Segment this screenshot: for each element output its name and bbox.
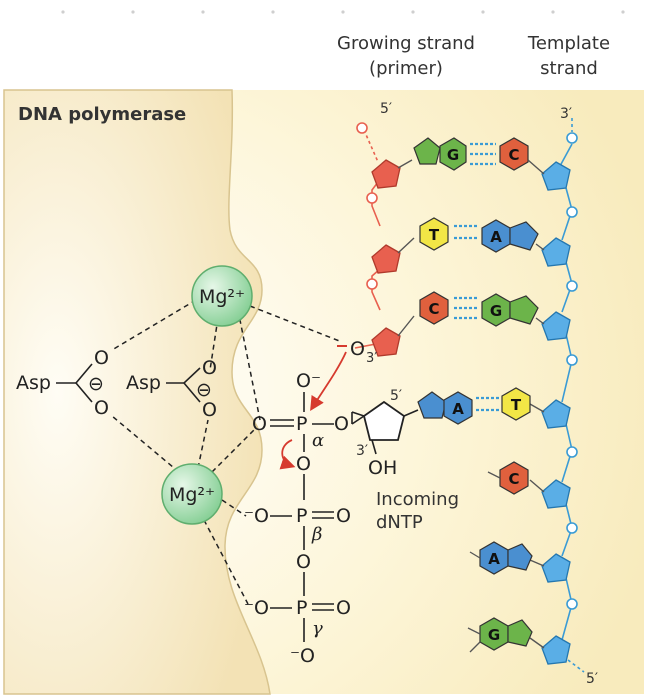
template-base-a-unpaired-letter: A [488, 550, 500, 568]
asp-2-oxygen-top: O [202, 357, 217, 379]
incoming-base-a [443, 391, 473, 425]
template-base-c-unpaired-letter: C [508, 470, 519, 488]
asp-1-label: Asp [16, 372, 51, 394]
template-phosphate-circles [566, 132, 578, 610]
incoming-3prime-label: 3′ [356, 443, 368, 459]
beta-minus-o: ⁻O [244, 505, 269, 527]
primer-base-c-letter: C [428, 300, 439, 318]
primer-sugars [371, 159, 401, 357]
hbonds-incoming [476, 396, 500, 412]
alpha-bridge-o: O [334, 413, 349, 435]
asp-residue-1: Asp O O ⊖ [16, 347, 109, 419]
incoming-5prime-label: 5′ [390, 388, 402, 404]
asp-1-charge: ⊖ [88, 373, 104, 395]
base-pair-1: G C [413, 137, 529, 171]
primer-base-links [397, 159, 415, 337]
asp-2-charge: ⊖ [196, 379, 212, 401]
beta-phosphorus: P [296, 505, 307, 527]
base-pair-2: T A [419, 217, 539, 253]
hbonds-2 [454, 224, 478, 240]
gamma-double-o: O [336, 597, 351, 619]
alpha-o-minus: O⁻ [296, 370, 321, 392]
template-strand-label: Template [527, 33, 610, 54]
template-base-c-unpaired [499, 461, 529, 495]
template-base-g-letter: G [490, 302, 502, 320]
incoming-oh: OH [368, 457, 397, 479]
incoming-dntp-label: Incoming [376, 489, 459, 510]
primer-base-c [419, 291, 449, 325]
template-base-t-letter: T [511, 396, 522, 414]
template-3prime-label: 3′ [560, 106, 572, 122]
asp-1-oxygen-bottom: O [94, 397, 109, 419]
growing-strand-label: Growing strand [337, 33, 475, 54]
gamma-label: γ [312, 618, 323, 639]
mg-ion-1: Mg²⁺ [191, 265, 253, 327]
primer-base-g [439, 137, 467, 171]
incoming-dntp-label-2: dNTP [376, 512, 423, 533]
template-base-a-unpaired-ring5 [507, 543, 533, 571]
template-base-links [527, 159, 545, 649]
primer-3prime-sub: 3′ [366, 351, 377, 366]
primer-base-t [419, 217, 449, 251]
gamma-minus-o: ⁻O [244, 597, 269, 619]
asp-1-oxygen-top: O [94, 347, 109, 369]
attack-arrow [310, 351, 347, 412]
primer-5prime-label: 5′ [380, 101, 392, 117]
alpha-phosphorus: P [296, 413, 307, 435]
primer-phosphate-circles [356, 122, 378, 290]
primer-label: (primer) [369, 58, 443, 79]
primer-sugar-1 [371, 159, 401, 189]
primer-base-g-ring5 [413, 137, 441, 165]
dna-polymerase-label: DNA polymerase [18, 104, 186, 125]
primer-3prime-oxygen: O [350, 338, 365, 360]
template-sugars [541, 161, 571, 665]
hbonds-1 [470, 142, 496, 166]
hbonds-3 [454, 296, 478, 320]
template-5prime-label: 5′ [586, 671, 598, 687]
template-base-a-letter: A [490, 228, 502, 246]
asp-2-label: Asp [126, 372, 161, 394]
template-base-g-unpaired-ring5 [507, 619, 533, 647]
incoming-dntp: 5′ 3′ OH A Incoming dNTP [351, 388, 500, 533]
template-base-g-unpaired-letter: G [488, 626, 500, 644]
primer-base-t-letter: T [429, 226, 440, 244]
template-base-a-ring5 [509, 221, 539, 251]
primer-sugar-3 [371, 327, 401, 357]
mg-ion-2: Mg²⁺ [161, 463, 223, 525]
leaving-arrow [279, 439, 296, 470]
template-strand-label-2: strand [540, 58, 598, 79]
incoming-base-a-letter: A [452, 400, 464, 418]
dna-polymerase-body [3, 89, 271, 695]
alpha-double-o: O [252, 413, 267, 435]
beta-gamma-bridge-o: O [296, 551, 311, 573]
template-base-t [501, 387, 531, 421]
beta-double-o: O [336, 505, 351, 527]
primer-base-g-letter: G [447, 146, 459, 164]
beta-label: β [311, 524, 322, 545]
primer-sugar-2 [371, 244, 401, 274]
base-pair-3: C G [419, 291, 539, 327]
alpha-beta-bridge-o: O [296, 453, 311, 475]
incoming-sugar [362, 400, 406, 441]
mg-ion-2-label: Mg²⁺ [169, 484, 215, 506]
template-base-c-letter: C [508, 146, 519, 164]
mg-ion-1-label: Mg²⁺ [199, 286, 245, 308]
gamma-bottom-o: ⁻O [290, 645, 315, 667]
gamma-phosphorus: P [296, 597, 307, 619]
top-dot-row [61, 10, 625, 14]
template-base-c [499, 137, 529, 171]
triphosphate: O 3′ O⁻ O P α O O ⁻O P O β O ⁻O P O γ [244, 338, 377, 667]
template-base-g-ring5 [509, 295, 539, 325]
asp-residue-2: Asp O O ⊖ [126, 357, 217, 421]
alpha-label: α [312, 430, 324, 451]
coordination-bonds [111, 299, 343, 605]
unpaired-template-bases: C A G [467, 461, 533, 653]
asp-2-oxygen-bottom: O [202, 399, 217, 421]
